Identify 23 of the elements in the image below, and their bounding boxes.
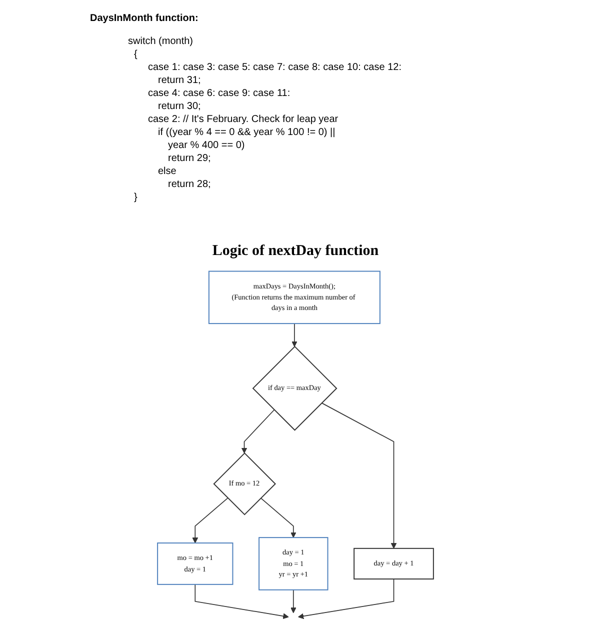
code-line: year % 400 == 0) xyxy=(168,139,246,152)
code-line: return 29; xyxy=(168,152,212,165)
code-line: return 28; xyxy=(168,178,212,191)
code-line: switch (month) xyxy=(128,35,194,48)
code-line: else xyxy=(158,165,178,178)
arrow xyxy=(241,409,275,454)
arrow xyxy=(290,589,296,614)
code-line: case 2: // It's February. Check for leap year xyxy=(148,113,340,126)
arrow xyxy=(292,323,298,347)
code-heading: DaysInMonth function: xyxy=(90,12,200,25)
code-line: case 4: case 6: case 9: case 11: xyxy=(148,87,292,100)
arrow xyxy=(321,402,397,549)
arrow xyxy=(260,498,296,538)
code-line: if ((year % 4 == 0 && year % 100 != 0) || xyxy=(158,126,336,139)
code-line: return 30; xyxy=(158,100,202,113)
arrow xyxy=(194,584,289,619)
arrow xyxy=(192,498,228,544)
diagram-title: Logic of nextDay function xyxy=(211,243,380,260)
code-line: return 31; xyxy=(158,74,202,87)
arrow xyxy=(298,578,394,620)
code-line: { xyxy=(134,48,138,61)
code-line: } xyxy=(134,191,138,204)
code-line: case 1: case 3: case 5: case 7: case 8: case 10: case 12: xyxy=(148,61,402,74)
